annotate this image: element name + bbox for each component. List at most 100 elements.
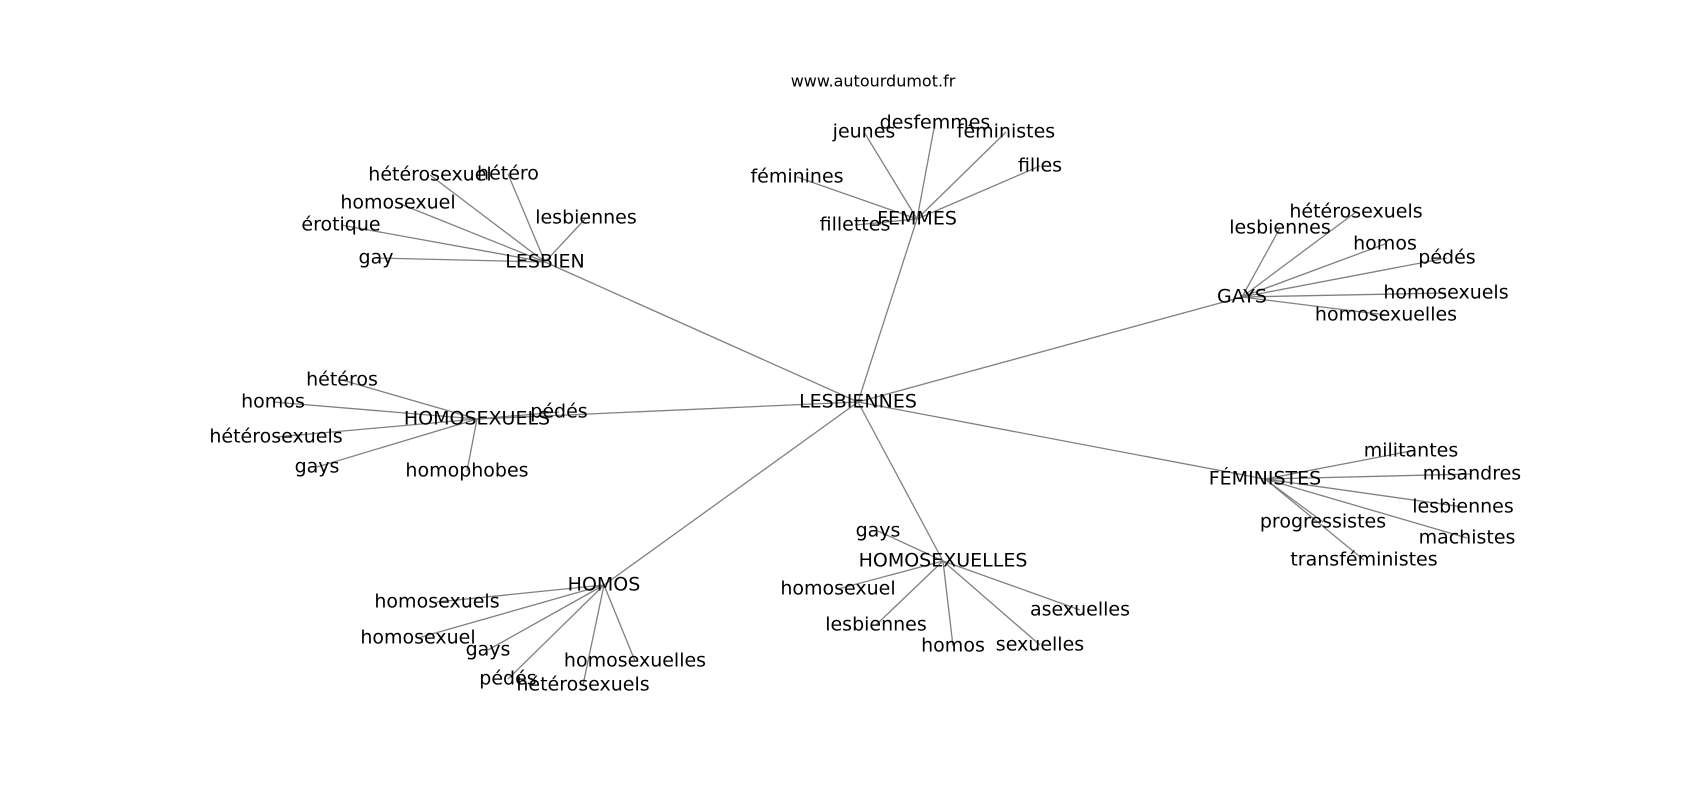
node-femmes[interactable]: FEMMES xyxy=(877,208,957,230)
node-homos-homosexuels[interactable]: homosexuels xyxy=(374,591,499,613)
node-gays-pedes[interactable]: pédés xyxy=(1418,247,1475,269)
edge-homosexuelles-asexuelles xyxy=(942,560,1081,611)
edge-center-homosexuelles xyxy=(857,401,944,562)
edge-femmes-filles xyxy=(916,165,1041,220)
node-gays-lesbiennes[interactable]: lesbiennes xyxy=(1229,217,1331,239)
node-lesbien-lesbiennes[interactable]: lesbiennes xyxy=(535,207,637,229)
node-homosexuelles-homos[interactable]: homos xyxy=(921,635,985,657)
edge-lesbien-gay xyxy=(375,257,546,263)
site-label: www.autourdumot.fr xyxy=(791,72,956,91)
edge-homos-heterosexuels xyxy=(582,584,605,686)
node-femmes-desfemmes[interactable]: desfemmes xyxy=(880,112,991,134)
edge-layer xyxy=(272,122,1473,686)
node-feministes-transfeministes[interactable]: transféministes xyxy=(1290,549,1437,571)
edge-homos-homosexuels xyxy=(436,584,605,603)
node-gays-homosexuels[interactable]: homosexuels xyxy=(1383,282,1508,304)
edge-feministes-misandres xyxy=(1264,473,1473,480)
node-feministes-militantes[interactable]: militantes xyxy=(1364,440,1459,462)
edge-lesbien-homosexuel xyxy=(397,202,546,263)
edge-homosexuelles-gays xyxy=(877,530,944,562)
node-homosexuelles-homosexuel[interactable]: homosexuel xyxy=(780,578,895,600)
node-homosexuels-homos[interactable]: homos xyxy=(241,391,305,413)
edge-center-feministes xyxy=(857,401,1266,480)
node-homosexuelles-lesbiennes[interactable]: lesbiennes xyxy=(825,614,927,636)
node-lesbien-heterosexuel[interactable]: hétérosexuel xyxy=(368,164,491,186)
edge-gays-lesbiennes xyxy=(1241,227,1281,298)
edge-homos-gays xyxy=(487,584,605,651)
node-homosexuels-pedes[interactable]: pédés xyxy=(530,401,587,423)
node-homosexuelles[interactable]: HOMOSEXUELLES xyxy=(859,550,1028,572)
edge-center-homos xyxy=(603,401,859,586)
node-lesbien-homosexuel[interactable]: homosexuel xyxy=(340,192,455,214)
node-femmes-filles[interactable]: filles xyxy=(1018,155,1062,177)
node-lesbien[interactable]: LESBIEN xyxy=(505,251,585,273)
edge-femmes-desfemmes xyxy=(916,122,936,220)
edge-gays-homos xyxy=(1241,243,1386,298)
edge-femmes-fillettes xyxy=(854,218,918,226)
edge-femmes-feminines xyxy=(796,176,918,220)
node-feministes-machistes[interactable]: machistes xyxy=(1419,527,1516,549)
edge-homos-pedes xyxy=(507,584,605,680)
node-homosexuels-homophobes[interactable]: homophobes xyxy=(405,460,528,482)
label-layer: www.autourdumot.fr LESBIENNES LESBIEN hété… xyxy=(209,72,1521,696)
edge-homosexuelles-sexuelles xyxy=(942,560,1041,646)
edge-homosexuelles-homosexuel xyxy=(837,560,944,590)
edge-gays-pedes xyxy=(1241,257,1448,298)
edge-center-gays xyxy=(857,296,1243,403)
edge-lesbien-hetero xyxy=(507,173,546,263)
node-homos[interactable]: HOMOS xyxy=(568,574,641,596)
edge-homosexuels-homophobes xyxy=(466,418,478,472)
edge-homosexuels-heterosexuels xyxy=(275,418,478,438)
edge-homosexuels-heteros xyxy=(341,379,478,420)
node-homos-heterosexuels[interactable]: hétérosexuels xyxy=(516,674,649,696)
node-homos-homosexuelles[interactable]: homosexuelles xyxy=(564,650,706,672)
node-center[interactable]: LESBIENNES xyxy=(799,391,917,413)
node-homosexuelles-sexuelles[interactable]: sexuelles xyxy=(996,634,1084,656)
node-homos-homosexuel[interactable]: homosexuel xyxy=(360,627,475,649)
node-femmes-feministes[interactable]: féministes xyxy=(957,121,1055,143)
node-homosexuels[interactable]: HOMOSEXUELS xyxy=(404,408,550,430)
node-lesbien-erotique[interactable]: érotique xyxy=(301,214,380,236)
node-feministes[interactable]: FÉMINISTES xyxy=(1209,467,1321,490)
node-homosexuels-heteros[interactable]: hétéros xyxy=(306,369,378,391)
node-homos-gays[interactable]: gays xyxy=(466,639,511,661)
edge-center-lesbien xyxy=(544,261,859,403)
edge-feministes-machistes xyxy=(1264,478,1468,539)
node-gays[interactable]: GAYS xyxy=(1217,286,1267,308)
node-homosexuels-heterosexuels[interactable]: hétérosexuels xyxy=(209,426,342,448)
edge-homosexuelles-homos xyxy=(942,560,954,647)
edge-gays-homosexuelles xyxy=(1241,296,1387,316)
edge-homos-homosexuel xyxy=(417,584,605,639)
node-homosexuels-gays[interactable]: gays xyxy=(295,456,340,478)
node-homos-pedes[interactable]: pédés xyxy=(479,668,536,690)
node-lesbien-hetero[interactable]: hétéro xyxy=(477,163,539,185)
node-homosexuelles-gays[interactable]: gays xyxy=(856,520,901,542)
edge-femmes-jeunes xyxy=(863,131,918,220)
edge-center-femmes xyxy=(857,218,918,403)
edge-lesbien-lesbiennes xyxy=(544,217,587,263)
edge-center-homosexuels xyxy=(476,401,859,420)
edge-gays-homosexuels xyxy=(1241,292,1447,298)
node-feministes-lesbiennes[interactable]: lesbiennes xyxy=(1412,496,1514,518)
node-lesbien-gay[interactable]: gay xyxy=(359,247,394,269)
edge-femmes-feministes xyxy=(916,131,1007,220)
edge-homosexuels-gays xyxy=(316,418,478,468)
node-feministes-misandres[interactable]: misandres xyxy=(1423,463,1521,485)
node-femmes-feminines[interactable]: féminines xyxy=(750,166,843,188)
edge-homosexuelles-lesbiennes xyxy=(875,560,944,626)
node-femmes-fillettes[interactable]: fillettes xyxy=(820,214,891,236)
edge-gays-heterosexuels xyxy=(1241,211,1357,298)
node-homosexuelles-asexuelles[interactable]: asexuelles xyxy=(1030,599,1130,621)
edge-lesbien-erotique xyxy=(340,224,546,263)
edge-homos-homosexuelles xyxy=(603,584,636,662)
node-gays-heterosexuels[interactable]: hétérosexuels xyxy=(1289,201,1422,223)
edge-homosexuels-pedes xyxy=(476,411,560,420)
node-gays-homos[interactable]: homos xyxy=(1353,233,1417,255)
node-femmes-jeunes[interactable]: jeunes xyxy=(832,121,896,143)
edge-lesbien-heterosexuel xyxy=(429,174,546,263)
edge-homosexuels-homos xyxy=(272,401,478,420)
edge-feministes-lesbiennes xyxy=(1264,478,1464,508)
node-gays-homosexuelles[interactable]: homosexuelles xyxy=(1315,304,1457,326)
node-feministes-progressistes[interactable]: progressistes xyxy=(1260,511,1386,533)
